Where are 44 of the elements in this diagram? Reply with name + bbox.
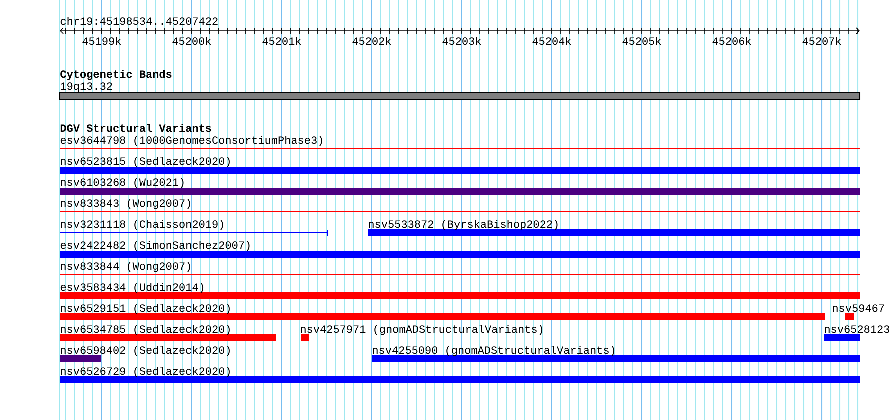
variant-line: esv3644798 (1000GenomesConsortiumPhase3): [60, 136, 861, 150]
tick-label: 45202k: [352, 37, 392, 46]
node-label: nsv6529151 (Sedlazeck2020): [61, 304, 230, 314]
variant-bar: nsv6598402 (Sedlazeck2020): [60, 346, 230, 362]
node-label: nsv6103268 (Wu2021): [61, 178, 184, 188]
tick-label: 45204k: [532, 37, 572, 46]
node-label: esv2422482 (SimonSanchez2007): [60, 241, 250, 252]
tick-label: 45206k: [712, 37, 752, 46]
node-label: nsv4255090 (gnomADStructuralVariants): [373, 346, 615, 356]
variant-bar: nsv5533872 (ByrskaBishop2022): [368, 220, 860, 236]
variant-line: nsv833844 (Wong2007): [60, 262, 861, 276]
variant-bar: nsv6103268 (Wu2021): [60, 178, 860, 196]
tick-label: 45200k: [172, 37, 212, 46]
node-label: nsv6598402 (Sedlazeck2020): [61, 346, 230, 356]
variant-bar: nsv4255090 (gnomADStructuralVariants): [372, 346, 860, 362]
cytoband-bar: 19q13.32: [60, 82, 861, 100]
coordinate-label: chr19:45198534..45207422: [60, 17, 218, 26]
node-label: esv3583434 (Uddin2014): [60, 283, 204, 294]
tick-label: 45205k: [622, 37, 662, 46]
variant-line: nsv3231118 (Chaisson2019): [60, 220, 328, 236]
node-label: nsv59467: [833, 304, 884, 312]
variant-bar: nsv6528123: [824, 326, 890, 342]
variant-bar: nsv6534785 (Sedlazeck2020): [60, 325, 276, 342]
variant-bar: esv3583434 (Uddin2014): [60, 283, 860, 300]
tick-label: 45201k: [262, 37, 302, 46]
node-label: nsv6523815 (Sedlazeck2020): [61, 157, 230, 168]
variant-bar: nsv6529151 (Sedlazeck2020): [60, 304, 826, 320]
variant-bar: nsv59467: [833, 304, 884, 320]
node-label: 19q13.32: [61, 82, 112, 92]
track-heading: DGV Structural Variants: [60, 124, 212, 132]
tick-label: 45203k: [442, 37, 482, 46]
node-label: nsv4257971 (gnomADStructuralVariants): [301, 325, 543, 336]
variant-bar: nsv6523815 (Sedlazeck2020): [60, 157, 860, 174]
node-label: nsv6526729 (Sedlazeck2020): [61, 367, 230, 378]
node-label: nsv6534785 (Sedlazeck2020): [61, 325, 230, 336]
variant-line: nsv833843 (Wong2007): [60, 199, 861, 212]
tick-label: 45199k: [82, 37, 122, 46]
node-label: nsv5533872 (ByrskaBishop2022): [369, 220, 558, 230]
track-heading: Cytogenetic Bands: [60, 70, 172, 80]
node-label: nsv6528123: [825, 326, 890, 334]
tick-label: 45207k: [802, 37, 842, 46]
variant-bar: nsv4257971 (gnomADStructuralVariants): [301, 325, 543, 342]
variant-bar: nsv6526729 (Sedlazeck2020): [60, 367, 860, 384]
variant-bar: esv2422482 (SimonSanchez2007): [60, 241, 860, 258]
